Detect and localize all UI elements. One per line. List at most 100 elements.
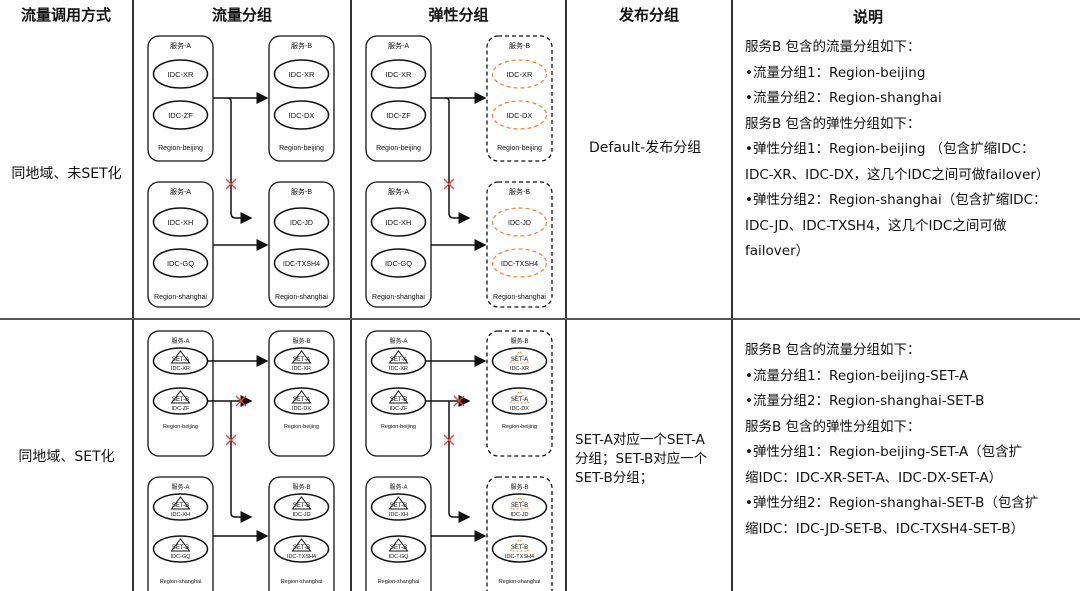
set-tag-label: SET-B [293,503,310,509]
idc-node [370,493,427,521]
idc-node [370,535,427,563]
region-label: Region-beijing [279,145,324,152]
note-line: 缩IDC：IDC-XR-SET-A、IDC-DX-SET-A） [745,469,1003,486]
set-tag-label: SET-A [511,397,528,403]
idc-node [370,207,427,237]
set-tag-label: SET-A [511,357,528,363]
region-label: Region-beijing [284,424,319,430]
region-label: Region-beijing [376,145,421,152]
publish-line: 分组；SET-B对应一个 [575,451,708,467]
idc-label: IDC-XR [289,70,315,79]
service-a-beijing-group [147,330,214,457]
notes-unset: 服务B 包含的流量分组如下： •流量分组1：Region-beijing •流量… [745,35,1080,265]
idc-node [491,207,548,237]
idc-label: IDC-XH [386,218,412,227]
publish-line: SET-B分组； [575,470,654,486]
idc-node [273,207,330,237]
idc-node [273,387,330,415]
blocked-route-icon [443,434,455,446]
publish-group-set: SET-A对应一个SET-A 分组；SET-B对应一个 SET-B分组； [575,431,707,488]
set-tag-icon [291,538,312,552]
idc-label: IDC-ZF [168,111,193,120]
region-label: Region-beijing [158,145,203,152]
note-line: •弹性分组1：Region-beijing （包含扩缩IDC： [745,141,1035,157]
service-b-label: 服务-B [509,187,530,196]
idc-label: IDC-XR [171,366,190,372]
note-line: failover） [745,243,810,259]
blocked-route-icon [225,178,237,190]
note-line: •弹性分组2：Region-shanghai-SET-B（包含扩 [745,495,1039,511]
row-divider [0,318,1080,320]
set-tag-label: SET-A [172,357,189,363]
service-b-label: 服务-B [509,41,530,50]
set-tag-label: SET-A [293,397,310,403]
idc-label: IDC-XH [389,512,408,518]
region-label: Region-shanghai [275,294,328,301]
region-label: Region-shanghai [281,579,323,585]
blocked-route-icon [443,178,455,190]
blocked-route-icon [225,434,237,446]
idc-label: IDC-JD [292,512,310,518]
idc-node [152,207,209,237]
service-a-shanghai-group [365,476,432,591]
service-b-beijing-group [268,330,335,457]
region-label: Region-beijing [502,424,537,430]
service-b-beijing-elastic-group [486,330,553,457]
idc-node [273,100,330,130]
header-mode: 流量调用方式 [20,6,111,24]
set-tag-label: SET-B [172,503,189,509]
service-b-beijing-elastic-group [486,35,553,162]
idc-label: IDC-GQ [385,259,412,268]
idc-node [273,248,330,278]
service-a-label: 服务-A [171,337,189,345]
note-line: 服务B 包含的流量分组如下： [745,39,921,55]
set-tag-icon [170,350,191,364]
idc-label: IDC-XR [389,366,408,372]
note-line: IDC-JD、IDC-TXSH4，这几个IDC之间可做 [745,217,1007,234]
set-tag-label: SET-B [390,503,407,509]
idc-label: IDC-DX [507,111,533,120]
set-tag-icon [170,496,191,510]
idc-node [491,59,548,89]
idc-node [491,347,548,375]
idc-node [273,347,330,375]
idc-label: IDC-JD [510,512,528,518]
idc-label: IDC-JD [508,220,531,227]
set-tag-icon [388,350,409,364]
header-publish-group: 发布分组 [618,6,679,24]
idc-node [152,248,209,278]
service-a-shanghai-group [365,181,432,308]
idc-node [491,387,548,415]
publish-line: SET-A对应一个SET-A [575,432,705,448]
set-tag-icon [388,390,409,404]
idc-label: IDC-XR [507,70,533,79]
service-a-label: 服务-A [170,41,191,50]
cross-region-route-arrow [448,401,471,523]
service-b-label: 服务-B [510,483,528,491]
cross-region-route-arrow [445,97,471,224]
service-a-label: 服务-A [389,337,407,345]
idc-node [370,59,427,89]
row-label-unset: 同地域、未SET化 [11,166,122,182]
idc-node [273,535,330,563]
region-label: Region-shanghai [378,579,420,585]
idc-label: IDC-XH [171,512,190,518]
idc-label: IDC-TXSH4 [505,554,534,560]
service-b-label: 服务-B [292,483,310,491]
note-line: •弹性分组2：Region-shanghai（包含扩缩IDC： [745,192,1047,208]
service-a-label: 服务-A [389,483,407,491]
service-a-beijing-group [147,35,214,162]
notes-set: 服务B 包含的流量分组如下： •流量分组1：Region-beijing-SET… [745,338,1080,542]
note-line: •流量分组2：Region-shanghai [745,90,942,106]
publish-group-default: Default-发布分组 [589,140,702,156]
idc-label: IDC-DX [510,406,529,412]
idc-label: IDC-DX [289,111,315,120]
set-tag-label: SET-B [390,545,407,551]
region-label: Region-shanghai [493,294,546,301]
region-label: Region-beijing [381,424,416,430]
idc-label: IDC-XR [292,366,311,372]
set-tag-icon [291,496,312,510]
idc-node [152,535,209,563]
region-label: Region-shanghai [160,579,202,585]
